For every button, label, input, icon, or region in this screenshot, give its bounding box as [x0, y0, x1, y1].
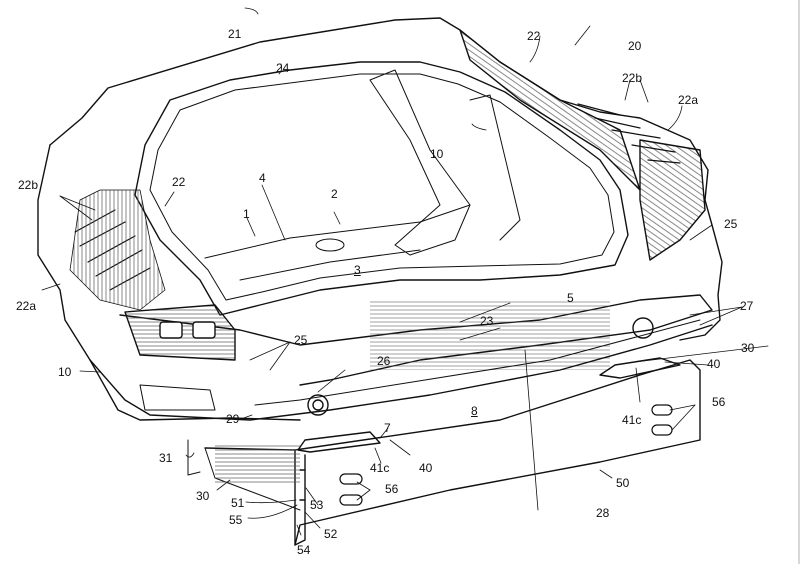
label-8: 8 — [471, 404, 478, 418]
tow-hook-right — [632, 317, 654, 339]
label-21: 21 — [228, 27, 242, 41]
label-56-left: 56 — [385, 482, 399, 496]
floor-panel-1 — [204, 204, 471, 259]
label-22a-right: 22a — [678, 93, 699, 107]
label-28: 28 — [596, 506, 610, 520]
bumper-beam — [204, 359, 701, 546]
label-52: 52 — [324, 527, 338, 541]
label-25-right: 25 — [724, 217, 738, 231]
label-22b-left: 22b — [18, 178, 39, 192]
label-53: 53 — [310, 498, 324, 512]
label-41c-left: 41c — [370, 461, 390, 475]
lower-fascia — [89, 324, 713, 421]
label-31: 31 — [159, 451, 173, 465]
crash-box-left — [297, 431, 381, 453]
label-55: 55 — [229, 513, 243, 527]
label-22-left: 22 — [172, 175, 186, 189]
label-20: 20 — [628, 39, 642, 53]
label-26: 26 — [377, 354, 391, 368]
label-24: 24 — [276, 61, 290, 75]
label-51: 51 — [231, 496, 245, 510]
rear-opening — [134, 61, 629, 316]
crash-box-right — [599, 357, 681, 379]
label-22b-right: 22b — [622, 71, 643, 85]
label-23: 23 — [480, 314, 494, 328]
label-29: 29 — [226, 412, 240, 426]
label-27: 27 — [740, 299, 754, 313]
label-5: 5 — [567, 291, 574, 305]
tow-hook-left — [307, 394, 329, 416]
label-25-left: 25 — [294, 333, 308, 347]
label-41c-right: 41c — [622, 413, 642, 427]
label-10-center: 10 — [430, 147, 444, 161]
label-54: 54 — [297, 543, 311, 557]
label-22a-left: 22a — [16, 299, 37, 313]
label-50: 50 — [616, 476, 630, 490]
label-30-left: 30 — [196, 489, 210, 503]
label-7: 7 — [384, 421, 391, 435]
label-10-left: 10 — [58, 365, 72, 379]
label-1: 1 — [243, 207, 250, 221]
label-40-right: 40 — [707, 357, 721, 371]
label-4: 4 — [259, 171, 266, 185]
label-56-right: 56 — [712, 395, 726, 409]
left-outline — [37, 144, 301, 421]
page-edge — [798, 0, 800, 564]
label-30-right: 30 — [741, 341, 755, 355]
label-22-top: 22 — [527, 29, 541, 43]
label-2: 2 — [331, 187, 338, 201]
label-3: 3 — [354, 263, 361, 277]
label-40-left: 40 — [419, 461, 433, 475]
